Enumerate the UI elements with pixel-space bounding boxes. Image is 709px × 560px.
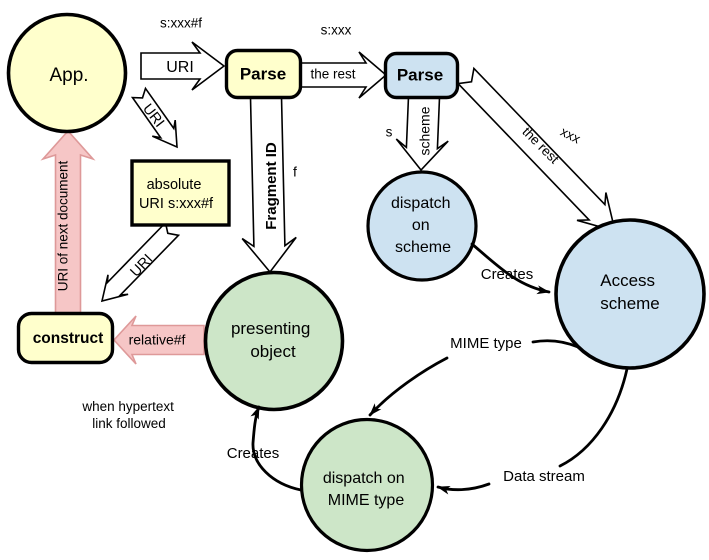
- access-scheme-label: Access scheme: [600, 271, 660, 313]
- creates-presenting-label: Creates: [227, 445, 280, 462]
- data-stream-connector-left: [436, 482, 491, 495]
- construct-label: construct: [33, 330, 104, 347]
- creates-access-connector: [470, 242, 551, 295]
- app-node: [6, 12, 128, 134]
- parse-uri-label: Parse: [240, 64, 286, 83]
- rest-to-parse-arrow: [300, 51, 388, 99]
- creates-access-label: Creates: [481, 266, 534, 283]
- construct-node: [16, 311, 115, 365]
- parse-uri-node: [224, 48, 303, 100]
- absolute-uri-node: [130, 159, 231, 227]
- scheme-arrow: [395, 95, 449, 172]
- presenting-object-node: [203, 270, 345, 412]
- absolute-uri-label: absolute URI s:xxx#f: [139, 177, 214, 212]
- uri-to-absolute-arrow: [130, 86, 178, 149]
- uri-arrow-label: URI: [166, 59, 194, 76]
- creates-presenting-connector: [250, 405, 303, 492]
- uri-next-document-label: URI of next document: [56, 160, 71, 291]
- parse-rest-label: Parse: [397, 65, 443, 84]
- rest-arrow-label: the rest: [310, 67, 355, 82]
- mime-type-connector-left: [368, 356, 449, 417]
- fragment-id-arrow-label: Fragment ID: [263, 142, 280, 230]
- relative-arrow-label: relative#f: [129, 332, 186, 348]
- data-stream-connector-right: [558, 367, 629, 468]
- uri-to-parse-arrow: [140, 41, 226, 91]
- uri-next-document-arrow: [40, 129, 96, 315]
- mime-type-connector-right: [531, 339, 580, 349]
- app-label: App.: [49, 65, 88, 86]
- dispatch-mime-node: [299, 417, 435, 553]
- rest-annotation-label: s:xxx: [321, 23, 352, 38]
- rest-to-access-arrow: [456, 66, 617, 233]
- absolute-to-construct-arrow: [100, 221, 181, 303]
- uri-annotation-label: s:xxx#f: [160, 16, 202, 31]
- presenting-object-label: presenting object: [231, 319, 315, 361]
- access-scheme-node: [554, 218, 706, 370]
- dispatch-mime-label: dispatch on MIME type: [323, 470, 409, 509]
- dispatch-scheme-node: [366, 170, 478, 282]
- fragment-annotation-label: f: [293, 164, 297, 180]
- scheme-arrow-label: scheme: [417, 106, 433, 155]
- scheme-annotation-label: s: [386, 125, 393, 140]
- fragment-id-arrow: [241, 95, 297, 274]
- relative-fragment-arrow: [112, 315, 205, 365]
- when-followed-note: when hypertext link followed: [81, 399, 177, 431]
- dispatch-scheme-label: dispatch on scheme: [391, 195, 455, 256]
- rest-access-annotation-label: xxx: [558, 124, 583, 147]
- parse-rest-node: [383, 51, 460, 100]
- data-stream-label: Data stream: [503, 468, 585, 485]
- mime-type-label: MIME type: [450, 335, 522, 352]
